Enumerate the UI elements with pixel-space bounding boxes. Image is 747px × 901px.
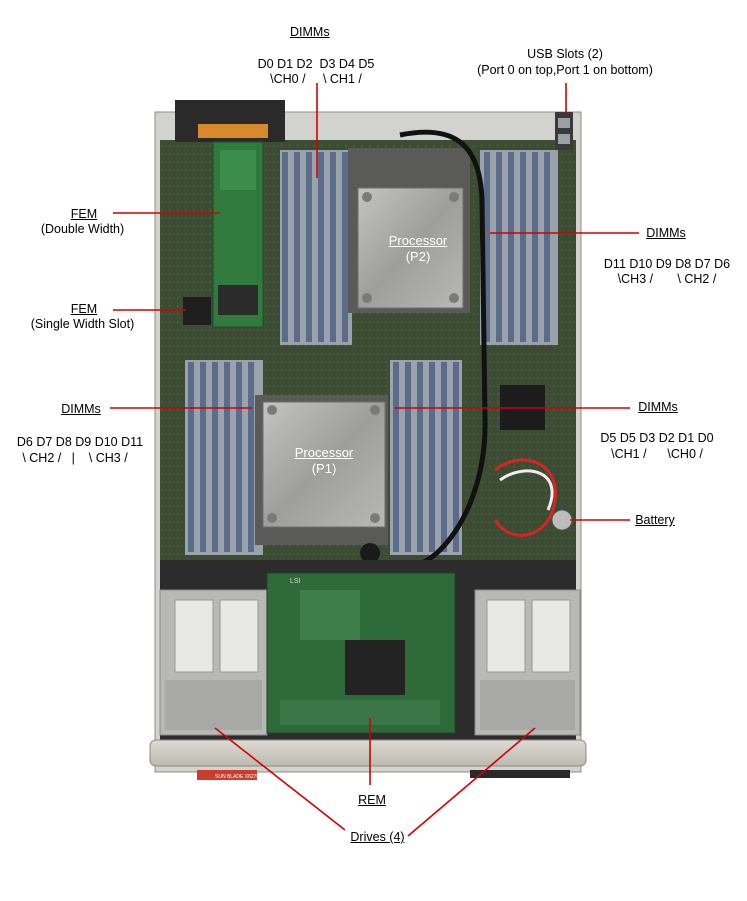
rem-chip-brand: LSI xyxy=(290,578,301,585)
fem-card-connector xyxy=(218,285,258,315)
dimms-top-title: DIMMs xyxy=(290,25,330,39)
front-handle-tag xyxy=(197,770,257,780)
dimms-left-channels: \ CH2 / | \ CH3 / xyxy=(22,451,128,465)
dimms-left-slots: D6 D7 D8 D9 D10 D11 xyxy=(16,435,144,449)
dimms-right-top-slots: D11 D10 D9 D8 D7 D6 xyxy=(603,257,731,271)
usb-port-1 xyxy=(558,134,570,144)
fem-double-title: FEM xyxy=(70,207,98,221)
dimm-bank-right-top xyxy=(480,150,558,345)
processor-p1-heatsink xyxy=(255,395,388,545)
front-tag-text: SUN BLADE X6270 M2 xyxy=(215,774,268,780)
fem-single-title: FEM xyxy=(70,302,98,316)
fem-single-note: (Single Width Slot) xyxy=(30,317,135,331)
dimms-right-mid-slots: D5 D5 D3 D2 D1 D0 xyxy=(600,431,714,445)
usb-port-block xyxy=(555,112,573,150)
cable-white xyxy=(499,469,554,511)
processor-p2-heatsink xyxy=(348,148,470,313)
fem-single-slot xyxy=(183,297,211,325)
drives-title: Drives (4) xyxy=(350,830,405,844)
dimms-right-top-title: DIMMs xyxy=(646,226,686,240)
battery-title: Battery xyxy=(635,513,675,527)
dimms-top-slots: D0 D1 D2 D3 D4 D5 xyxy=(257,57,375,71)
fem-card-chip xyxy=(220,150,256,190)
usb-port-0 xyxy=(558,118,570,128)
dimms-right-mid-title: DIMMs xyxy=(638,400,678,414)
dimms-left-title: DIMMs xyxy=(61,402,101,416)
buzzer xyxy=(360,543,380,563)
processor-p2-name: Processor xyxy=(388,233,448,248)
callout-lines xyxy=(110,83,639,837)
dimms-right-mid-channels: \CH1 / \CH0 / xyxy=(611,447,703,461)
rear-connector-contacts xyxy=(198,124,268,138)
dimm-bank-right-mid xyxy=(390,360,462,555)
usb-slots-title: USB Slots (2) xyxy=(527,47,603,61)
dimms-right-top-channels: \CH3 / \ CH2 / xyxy=(617,272,717,286)
dimms-top-channels: \CH0 / \ CH1 / xyxy=(270,72,362,86)
processor-p2-id: (P2) xyxy=(405,249,431,264)
front-handle-right xyxy=(470,770,570,778)
cable-red xyxy=(493,458,557,537)
drive-bay-left xyxy=(159,589,268,736)
battery xyxy=(551,509,573,531)
processor-p1-id: (P1) xyxy=(311,461,337,476)
fem-double-note: (Double Width) xyxy=(40,222,125,236)
front-bezel xyxy=(149,739,587,767)
drive-bay-right xyxy=(474,589,581,736)
rem-title: REM xyxy=(358,793,386,807)
dimm-bank-top xyxy=(280,150,352,345)
processor-p1-name: Processor xyxy=(294,445,354,460)
rem-card: LSI xyxy=(266,572,456,734)
usb-slots-note: (Port 0 on top,Port 1 on bottom) xyxy=(477,63,653,77)
dimm-bank-left xyxy=(185,360,263,555)
